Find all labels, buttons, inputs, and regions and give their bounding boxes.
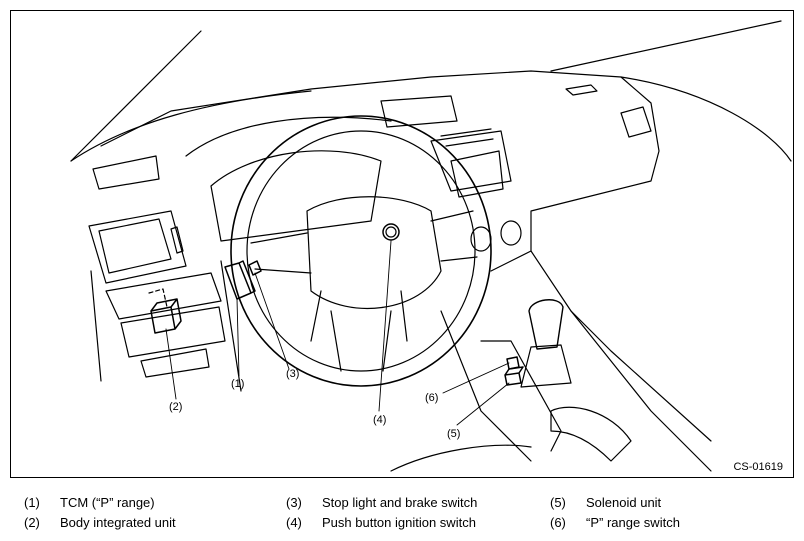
dash-upper-center	[380, 95, 458, 128]
body-unit-bracket	[148, 288, 168, 308]
lower-left-panel	[105, 272, 222, 320]
steering-column	[310, 290, 408, 342]
center-console-right	[530, 250, 712, 472]
left-panel-outer	[88, 210, 187, 284]
callout-4: (4)	[373, 414, 386, 426]
dashboard-right-edge	[620, 76, 792, 162]
dashboard-illustration: (1) (2) (3) (4) (5) (6)	[70, 20, 792, 472]
center-display-housing	[430, 130, 512, 192]
lower-dash-curve	[90, 260, 242, 392]
right-knobs	[470, 220, 522, 252]
steering-spoke-bottom	[330, 310, 392, 372]
legend-num: (4)	[286, 515, 302, 530]
diagram-frame: (1) (2) (3) (4) (5) (6) CS-01619	[10, 10, 794, 478]
legend-label: Body integrated unit	[60, 515, 176, 530]
callout-3: (3)	[286, 368, 299, 380]
legend-label: Solenoid unit	[586, 495, 662, 510]
legend-item-3: (3) Stop light and brake switch	[286, 495, 477, 510]
gear-shifter-knob	[528, 299, 564, 350]
callout-6: (6)	[425, 392, 438, 404]
stop-light-switch	[248, 260, 262, 276]
ignition-button	[382, 223, 400, 241]
left-vent	[92, 155, 160, 190]
legend-num: (3)	[286, 495, 302, 510]
top-vent	[565, 84, 598, 96]
legend-item-4: (4) Push button ignition switch	[286, 515, 476, 530]
dashboard-outline	[100, 70, 660, 272]
legend-num: (1)	[24, 495, 40, 510]
legend-label: Push button ignition switch	[322, 515, 476, 530]
left-panel-slot	[170, 226, 184, 254]
figure-code: CS-01619	[733, 461, 783, 473]
gauge-hood	[185, 116, 392, 157]
dashboard-upper-edge	[70, 90, 312, 162]
center-console-left	[440, 310, 532, 462]
legend-label: Stop light and brake switch	[322, 495, 478, 510]
gear-shifter-boot	[520, 344, 572, 388]
legend-num: (5)	[550, 495, 566, 510]
steering-hub	[306, 196, 442, 310]
steering-wheel-outer	[230, 115, 492, 387]
legend-item-1: (1) TCM (“P” range)	[24, 495, 155, 510]
callout-2: (2)	[169, 401, 182, 413]
gauge-cluster	[210, 150, 382, 242]
windshield-line-left	[70, 30, 202, 162]
legend: (1) TCM (“P” range) (2) Body integrated un…	[24, 495, 794, 539]
glovebox	[140, 348, 210, 378]
steering-spoke-left	[250, 232, 312, 274]
steering-spoke-right	[430, 210, 478, 262]
solenoid-unit	[504, 366, 524, 386]
callout-5: (5)	[447, 428, 460, 440]
legend-num: (2)	[24, 515, 40, 530]
legend-item-6: (6) “P” range switch	[550, 515, 680, 530]
lower-left-panel-2	[120, 306, 226, 358]
steering-wheel-inner	[246, 130, 476, 372]
leader-lines	[165, 240, 510, 426]
legend-item-2: (2) Body integrated unit	[24, 515, 176, 530]
center-vents	[440, 128, 494, 147]
armrest	[550, 406, 632, 462]
legend-item-5: (5) Solenoid unit	[550, 495, 661, 510]
callout-1: (1)	[231, 378, 244, 390]
legend-label: TCM (“P” range)	[60, 495, 155, 510]
body-integrated-unit	[150, 298, 182, 334]
left-panel-screen	[98, 218, 172, 274]
legend-label: “P” range switch	[586, 515, 680, 530]
right-lower-line	[570, 310, 712, 442]
windshield-line-right	[550, 20, 782, 72]
legend-num: (6)	[550, 515, 566, 530]
lower-floor	[390, 444, 532, 472]
right-vent	[620, 106, 652, 138]
